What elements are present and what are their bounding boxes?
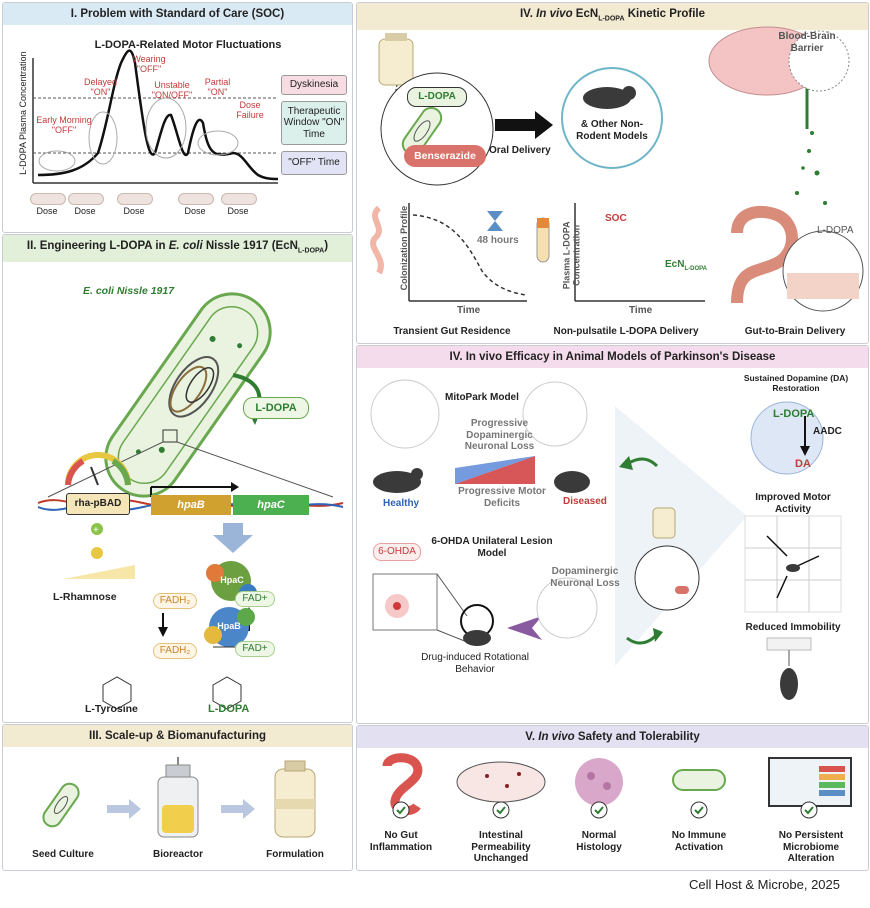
soc-label: SOC — [605, 213, 627, 224]
safety-item-permeability: Intestinal Permeability Unchanged — [471, 830, 531, 864]
step-seed-culture: Seed Culture — [32, 849, 94, 860]
efficacy-ldopa-label: L-DOPA — [773, 408, 815, 420]
gene-hpab: hpaB — [151, 495, 231, 515]
panel-problem-soc: I. Problem with Standard of Care (SOC) L… — [2, 2, 353, 233]
cofactor-fadh2-top: FADH₂ — [153, 593, 197, 609]
ecn-label: EcNL-DOPA — [665, 259, 708, 272]
caption-gut-to-brain: Gut-to-Brain Delivery — [744, 326, 846, 337]
panel-title: II. Engineering L-DOPA in E. coli Nissle… — [3, 235, 352, 263]
dose-label: Dose — [74, 206, 96, 216]
substrate-l-tyrosine: L-Tyrosine — [85, 703, 138, 715]
ldopa-oral-tag: L-DOPA — [407, 87, 467, 107]
safety-item-histology: Normal Histology — [576, 830, 622, 853]
safety-item-immune: No Immune Activation — [671, 830, 727, 853]
panel-title: IV. In vivo Efficacy in Animal Models of… — [357, 346, 868, 368]
dose-label: Dose — [123, 206, 145, 216]
dose-pill — [68, 193, 104, 205]
safety-item-gut: No Gut Inflammation — [369, 830, 433, 853]
caption-transient-gut: Transient Gut Residence — [393, 326, 511, 337]
panel-safety: V. In vivo Safety and Tolerability No Gu… — [356, 725, 869, 871]
biomanufacturing-illustration — [42, 757, 316, 838]
panel-title: IV. In vivo EcNL-DOPA Kinetic Profile — [357, 3, 868, 31]
aadc-label: AADC — [813, 426, 842, 437]
safety-item-microbiome: No Persistent Microbiome Alteration — [778, 830, 844, 864]
cofactor-fad-bottom: FAD+ — [235, 641, 275, 657]
annotation-early-morning-off: Early Morning "OFF" — [36, 115, 92, 136]
healthy-label: Healthy — [383, 498, 420, 509]
annotation-wearing-off: Wearing "OFF" — [132, 54, 166, 75]
ohda-tag: 6-OHDA — [373, 543, 421, 561]
dose-pill — [117, 193, 153, 205]
models-label: & Other Non-Rodent Models — [576, 119, 648, 142]
cofactor-fadh2-bottom: FADH₂ — [153, 643, 197, 659]
ohda-model-label: 6-OHDA Unilateral Lesion Model — [431, 536, 553, 559]
pk-y-label: Plasma L-DOPA Concentration — [561, 221, 582, 290]
fluctuation-curve — [32, 49, 279, 184]
citation-footer: Cell Host & Microbe, 2025 — [688, 877, 840, 892]
step-formulation: Formulation — [266, 849, 324, 860]
benserazide-tag: Benserazide — [404, 145, 486, 167]
annotation-partial-on: Partial "ON" — [204, 77, 231, 98]
dose-label: Dose — [184, 206, 206, 216]
panel-efficacy: IV. In vivo Efficacy in Animal Models of… — [356, 345, 869, 724]
reduced-immobility-label: Reduced Immobility — [745, 622, 841, 633]
mitopark-label: MitoPark Model — [445, 392, 519, 403]
dose-pill — [178, 193, 214, 205]
inducer-label: L-Rhamnose — [53, 591, 117, 603]
annotation-dose-failure: Dose Failure — [236, 100, 264, 121]
cofactor-fad-top: FAD+ — [235, 591, 275, 607]
panel-kinetic-profile: IV. In vivo EcNL-DOPA Kinetic Profile — [356, 2, 869, 344]
chart-title: L-DOPA-Related Motor Fluctuations — [94, 39, 282, 51]
neuronal-loss-label: Progressive Dopaminergic Neuronal Loss — [464, 418, 535, 452]
safety-illustration — [382, 753, 852, 819]
dose-label: Dose — [36, 206, 58, 216]
annotation-delayed-on: Delayed "ON" — [83, 77, 118, 98]
output-l-dopa: L-DOPA — [208, 703, 250, 715]
diseased-label: Diseased — [563, 496, 607, 507]
panel-engineering: II. Engineering L-DOPA in E. coli Nissle… — [2, 234, 353, 723]
annotation-unstable-on-off: Unstable "ON/OFF" — [151, 80, 193, 101]
zone-dyskinesia: Dyskinesia — [281, 75, 347, 95]
strain-label: E. coli Nissle 1917 — [83, 285, 175, 297]
panel-title: III. Scale-up & Biomanufacturing — [3, 725, 352, 747]
colonization-x-label: Time — [457, 305, 481, 316]
kinetic-illustration — [370, 26, 864, 312]
panel-title: V. In vivo Safety and Tolerability — [357, 726, 868, 748]
dose-label: Dose — [227, 206, 249, 216]
da-loss-label: Dopaminergic Neuronal Loss — [550, 566, 620, 589]
enzyme-hpab-label: HpaB — [217, 621, 241, 631]
gene-hpac: hpaC — [233, 495, 309, 515]
hours-label: 48 hours — [477, 235, 519, 246]
panel-title: I. Problem with Standard of Care (SOC) — [3, 3, 352, 25]
bbb-label: Blood-Brain Barrier — [778, 31, 836, 54]
step-bioreactor: Bioreactor — [152, 849, 203, 860]
dose-pill — [221, 193, 257, 205]
rotation-label: Drug-induced Rotational Behavior — [421, 652, 529, 675]
svg-text:+: + — [93, 525, 99, 536]
promoter-rha-pbad: rha-pBAD — [66, 493, 130, 515]
sustained-da-label: Sustained Dopamine (DA) Restoration — [743, 373, 849, 393]
gut-ldopa-label: L-DOPA — [817, 225, 854, 236]
da-label: DA — [795, 458, 811, 470]
enzyme-hpac-label: HpaC — [220, 575, 244, 585]
oral-delivery-label: Oral Delivery — [489, 145, 551, 156]
improved-motor-label: Improved Motor Activity — [755, 492, 831, 515]
zone-off-time: "OFF" Time — [281, 151, 347, 175]
dose-pill — [30, 193, 66, 205]
colonization-y-label: Colonization Profile — [398, 205, 409, 291]
efficacy-illustration — [370, 379, 842, 700]
panel-scale-up: III. Scale-up & Biomanufacturing Seed Cu… — [2, 724, 353, 871]
ldopa-product-tag: L-DOPA — [243, 397, 309, 419]
caption-non-pulsatile: Non-pulsatile L-DOPA Delivery — [553, 326, 699, 337]
pk-x-label: Time — [629, 305, 653, 316]
motor-deficits-label: Progressive Motor Deficits — [458, 486, 546, 509]
zone-therapeutic-window: Therapeutic Window "ON" Time — [281, 101, 347, 145]
